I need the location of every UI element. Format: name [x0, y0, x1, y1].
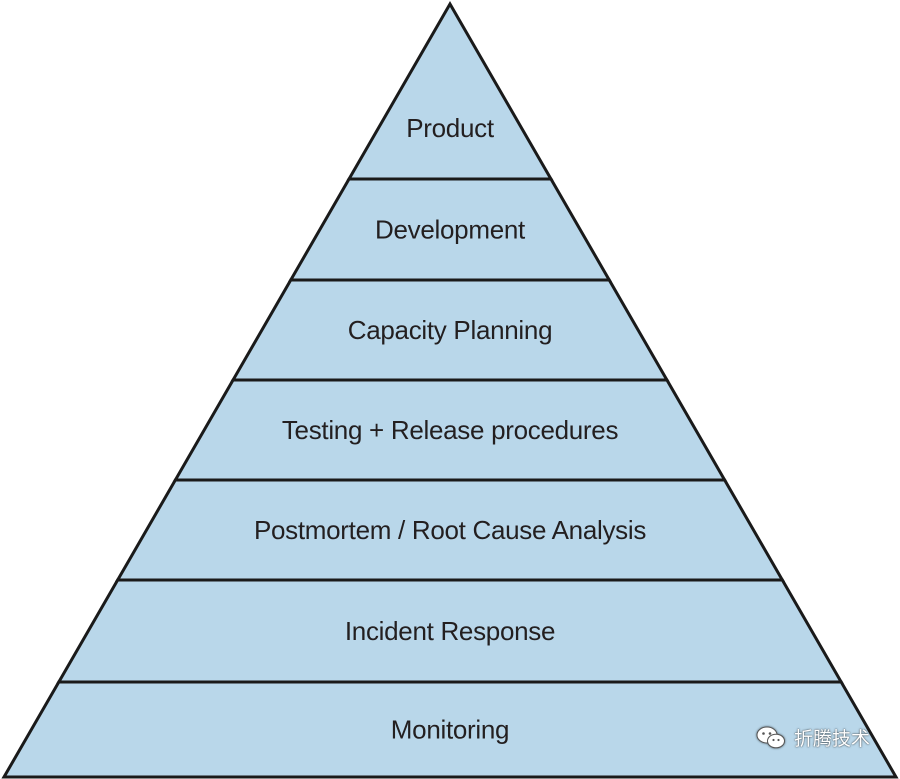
tier-product	[346, 0, 554, 181]
tier-label-development: Development	[375, 215, 526, 245]
tier-label-capacity-planning: Capacity Planning	[348, 315, 552, 345]
tier-monitoring	[1, 680, 899, 779]
tier-label-testing-release-procedures: Testing + Release procedures	[282, 415, 619, 445]
watermark: 折腾技术	[756, 724, 870, 751]
tier-label-incident-response: Incident Response	[345, 616, 555, 646]
tier-label-monitoring: Monitoring	[391, 715, 509, 745]
tier-label-product: Product	[406, 113, 495, 143]
wechat-icon	[756, 726, 785, 748]
watermark-text: 折腾技术	[793, 728, 870, 750]
tier-label-postmortem-root-cause-analysis: Postmortem / Root Cause Analysis	[254, 515, 646, 545]
